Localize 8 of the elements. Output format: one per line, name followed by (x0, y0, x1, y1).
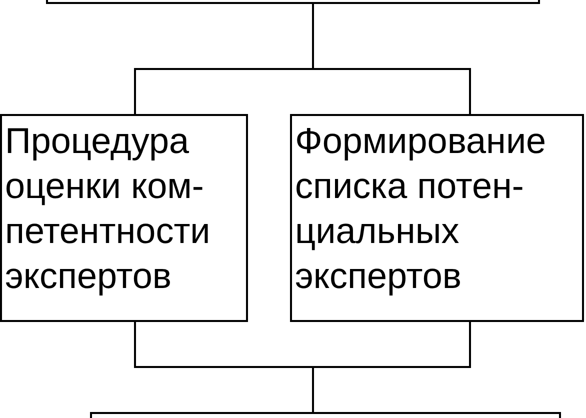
connector-line (312, 322, 471, 412)
step-text: Формирование списка потен- циальных экспертов (294, 119, 548, 298)
step-text: Процедура оценки ком- петентности экспертов (4, 119, 212, 298)
connector-line (312, 4, 471, 114)
process-box (0, 114, 248, 322)
cut-off-box (46, 0, 540, 4)
cut-off-box (90, 412, 561, 418)
process-box (290, 114, 584, 322)
